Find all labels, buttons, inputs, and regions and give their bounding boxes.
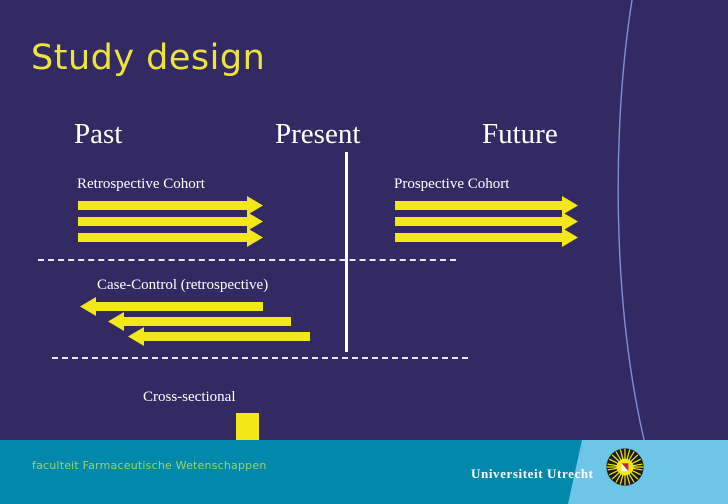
label-retrospective-cohort: Retrospective Cohort: [77, 176, 205, 192]
timeline-header-past: Past: [74, 118, 123, 150]
page-title: Study design: [31, 38, 266, 78]
footer-faculty-text: faculteit Farmaceutische Wetenschappen: [32, 459, 267, 472]
footer-university-text: Universiteit Utrecht: [471, 466, 594, 481]
separator-dashed-upper: [38, 259, 456, 261]
arrows-prospective-cohort: [395, 196, 578, 247]
label-cross-sectional: Cross-sectional: [143, 389, 236, 405]
label-prospective-cohort: Prospective Cohort: [394, 176, 510, 192]
arrows-retrospective-cohort: [78, 196, 263, 247]
cross-sectional-marker: [236, 413, 259, 440]
timeline-header-present: Present: [275, 118, 361, 150]
timeline-header-future: Future: [482, 118, 558, 150]
footer-accent-panel: [568, 440, 728, 504]
label-case-control: Case-Control (retrospective): [97, 277, 269, 293]
universiteit-utrecht-sun-logo: [606, 448, 644, 486]
separator-dashed-lower: [52, 357, 468, 359]
arrows-case-control: [80, 297, 310, 346]
present-divider-line: [345, 152, 348, 352]
footer-bar: [0, 440, 728, 504]
